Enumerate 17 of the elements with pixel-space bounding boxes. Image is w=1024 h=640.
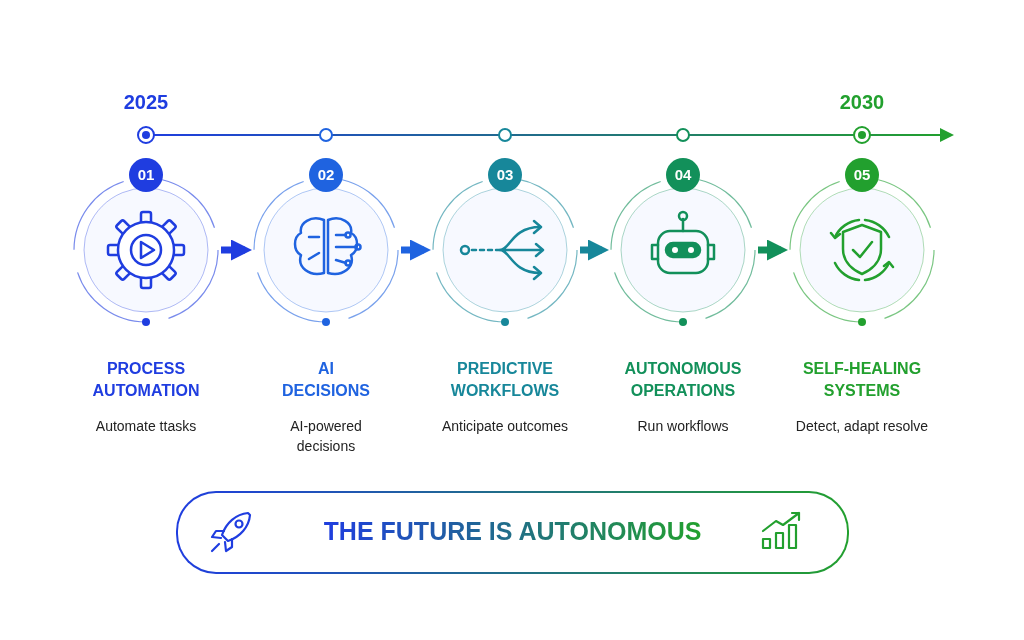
year-label: 2030 <box>838 91 886 114</box>
step-number: 03 <box>488 158 522 192</box>
step-number: 01 <box>129 158 163 192</box>
step-description: AI-powered decisions <box>289 417 363 456</box>
step-number: 04 <box>666 158 700 192</box>
step-number: 05 <box>845 158 879 192</box>
step-title: PREDICTIVE WORKFLOWS <box>449 359 561 401</box>
step-description: Detect, adapt resolve <box>794 417 930 436</box>
step-description: Anticipate outcomes <box>440 417 570 436</box>
step-description: Run workflows <box>636 417 730 436</box>
step-title: SELF-HEALING SYSTEMS <box>801 359 923 401</box>
step-description: Automate ttasks <box>94 417 198 436</box>
year-label: 2025 <box>122 91 170 114</box>
step-title: AUTONOMOUS OPERATIONS <box>623 359 743 401</box>
step-title: AI DECISIONS <box>281 359 371 401</box>
step-number: 02 <box>309 158 343 192</box>
step-title: PROCESS AUTOMATION <box>91 359 201 401</box>
